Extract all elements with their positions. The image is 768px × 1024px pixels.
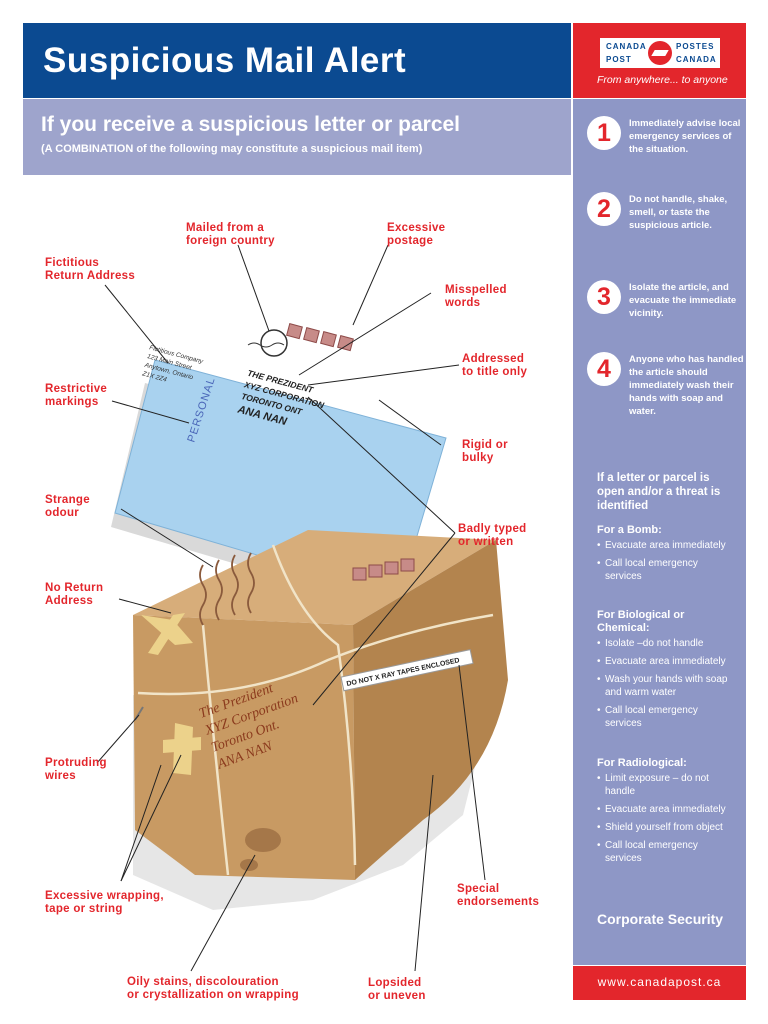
- category-title-biological: For Biological or Chemical:: [597, 609, 685, 634]
- corporate-security: Corporate Security: [597, 911, 724, 927]
- logo-word-postes: POSTES: [676, 42, 715, 51]
- title-bar: Suspicious Mail Alert: [23, 23, 571, 98]
- step-text-3: Isolate the article, and evacuate the im…: [629, 282, 737, 319]
- website-link[interactable]: www.canadapost.ca: [597, 975, 722, 989]
- parcel-side: [353, 540, 508, 880]
- label-excessive-wrapping: Excessive wrapping,tape or string: [45, 890, 164, 915]
- subheader-title: If you receive a suspicious letter or pa…: [41, 113, 461, 136]
- list-item: Call local emergency services: [597, 557, 737, 583]
- parcel-top: [133, 530, 496, 625]
- step-number-2: 2: [587, 192, 621, 226]
- list-item: Wash your hands with soap and warm water: [597, 673, 737, 699]
- open-threat-heading: If a letter or parcel is open and/or a t…: [597, 472, 721, 512]
- list-item: Shield yourself from object: [597, 821, 737, 834]
- postmark-waves: [247, 342, 285, 348]
- step-text-2: Do not handle, shake, smell, or taste th…: [629, 194, 728, 231]
- logo-word-canada: CANADA: [606, 42, 647, 51]
- postmark-icon: [260, 329, 288, 357]
- url-bar[interactable]: www.canadapost.ca: [573, 966, 746, 1000]
- tagline: From anywhere... to anyone: [597, 74, 728, 86]
- illustration-area: Fictitious Company 123 Main Street Anyto…: [23, 175, 571, 1005]
- odour-lines-icon: [199, 552, 255, 626]
- mail-illustration: Fictitious Company 123 Main Street Anyto…: [96, 244, 508, 972]
- parcel-front: [133, 615, 355, 880]
- list-item: Call local emergency services: [597, 704, 737, 730]
- step-number-3: 3: [587, 280, 621, 314]
- step-text-4: Anyone who has handled the article shoul…: [629, 354, 744, 417]
- category-title-bomb: For a Bomb:: [597, 524, 662, 536]
- canada-post-logo: CANADA POSTES POST CANADA: [600, 38, 720, 68]
- list-item: Call local emergency services: [597, 839, 737, 865]
- step-text-1: Immediately advise local emergency servi…: [629, 118, 741, 155]
- list-item: Isolate –do not handle: [597, 637, 737, 650]
- list-item: Evacuate area immediately: [597, 655, 737, 668]
- step-number-1: 1: [587, 116, 621, 150]
- category-bomb: For a Bomb: Evacuate area immediately Ca…: [597, 524, 737, 588]
- canada-post-logo-block: CANADA POSTES POST CANADA From anywhere.…: [573, 23, 746, 98]
- subheader-subtitle: (A COMBINATION of the following may cons…: [41, 143, 423, 155]
- eagle-emblem-icon: [648, 41, 672, 65]
- list-item: Evacuate area immediately: [597, 539, 737, 552]
- list-item: Evacuate area immediately: [597, 803, 737, 816]
- page-title: Suspicious Mail Alert: [43, 41, 407, 80]
- category-radiological: For Radiological: Limit exposure – do no…: [597, 757, 737, 870]
- logo-word-canada-fr: CANADA: [676, 55, 717, 64]
- list-item: Limit exposure – do not handle: [597, 772, 737, 798]
- parcel-string: [137, 544, 494, 876]
- subheader-bar: If you receive a suspicious letter or pa…: [23, 99, 571, 175]
- stamps-envelope: [286, 323, 354, 352]
- stamps-parcel: [352, 558, 415, 581]
- instructions-sidebar: 1 Immediately advise local emergency ser…: [573, 99, 746, 965]
- category-biological: For Biological or Chemical: Isolate –do …: [597, 609, 737, 735]
- step-number-4: 4: [587, 352, 621, 386]
- category-title-radiological: For Radiological:: [597, 757, 687, 769]
- leader-lines: [96, 244, 486, 972]
- logo-word-post: POST: [606, 55, 632, 64]
